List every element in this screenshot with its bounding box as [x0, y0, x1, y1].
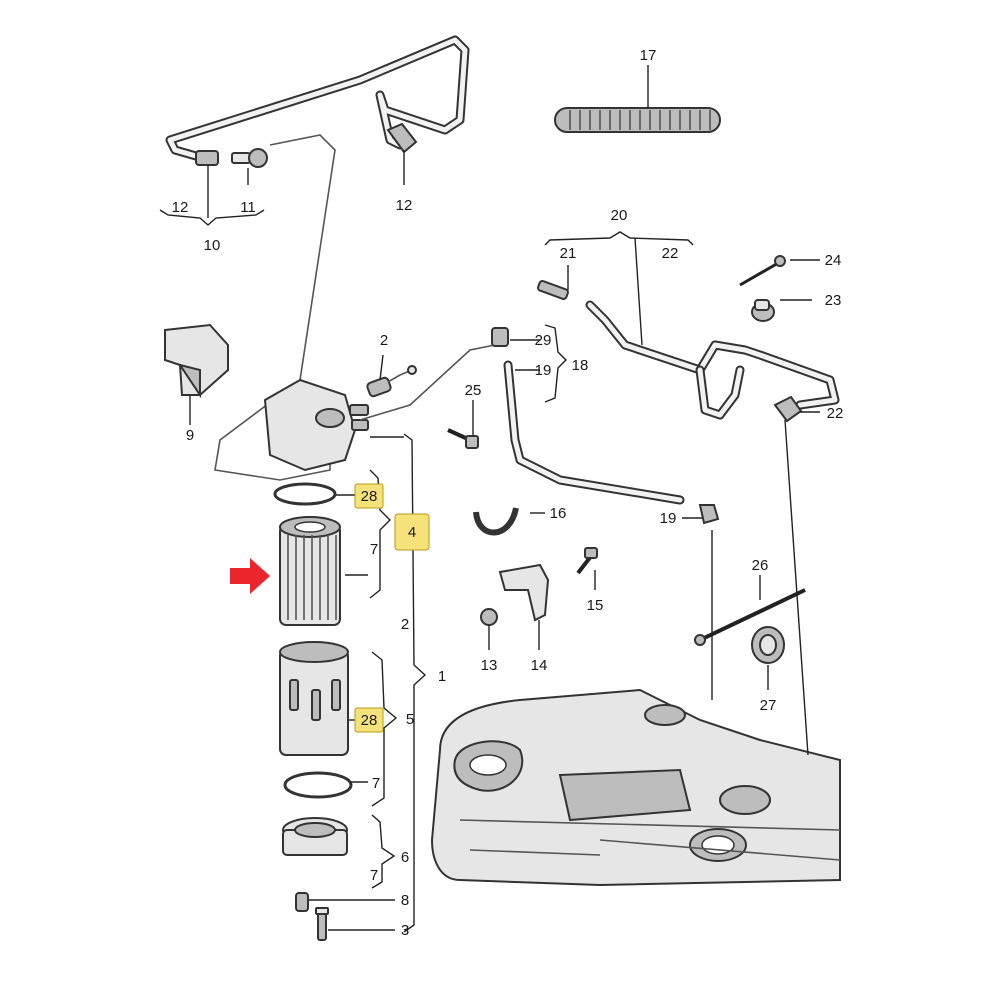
label-22-top: 22	[662, 245, 679, 262]
label-19-top: 19	[535, 362, 552, 379]
hose-line	[359, 344, 496, 421]
label-8: 8	[401, 892, 409, 909]
part-labels: 17 12 11 10 12 20 21 22 24 23 22 2 29 19…	[172, 47, 844, 939]
label-7-b: 7	[372, 775, 380, 792]
fuel-tank	[430, 688, 841, 887]
highlight-box-28-bottom	[354, 707, 384, 733]
label-9: 9	[186, 427, 194, 444]
label-15: 15	[587, 597, 604, 614]
nut-13	[480, 608, 498, 626]
filter-housing-5	[279, 641, 349, 756]
corrugated-sleeve-17	[554, 107, 721, 133]
plug-8	[295, 892, 309, 912]
label-13: 13	[481, 657, 498, 674]
bolt-15	[576, 547, 598, 575]
label-10: 10	[204, 237, 221, 254]
label-20: 20	[611, 207, 628, 224]
label-14: 14	[531, 657, 548, 674]
leader-lines	[159, 65, 820, 933]
label-2-side: 2	[401, 616, 409, 633]
label-3: 3	[401, 922, 409, 939]
clip-16	[473, 507, 519, 536]
highlight-arrow	[230, 558, 270, 594]
part-23-grommet	[751, 299, 775, 322]
label-22-bottom: 22	[827, 405, 844, 422]
label-16: 16	[550, 505, 567, 522]
label-25: 25	[465, 382, 482, 399]
filter-head-2	[263, 378, 369, 472]
o-ring-7	[283, 771, 353, 799]
sensor-2	[366, 365, 417, 398]
label-1: 1	[438, 668, 446, 685]
label-6: 6	[401, 849, 409, 866]
label-2-top: 2	[380, 332, 388, 349]
label-12-left: 12	[172, 199, 189, 216]
filter-element-4	[279, 516, 341, 626]
label-23: 23	[825, 292, 842, 309]
label-4: 4	[408, 524, 416, 541]
label-24: 24	[825, 252, 842, 269]
label-29: 29	[535, 332, 552, 349]
screw-3	[315, 907, 329, 941]
label-28-bottom: 28	[361, 712, 378, 729]
label-26: 26	[752, 557, 769, 574]
cap-6	[282, 817, 348, 856]
bush-27	[751, 626, 785, 664]
label-7-c: 7	[370, 867, 378, 884]
fuel-pipe-top	[165, 35, 470, 166]
label-19-bottom: 19	[660, 510, 677, 527]
label-18: 18	[572, 357, 589, 374]
label-11: 11	[240, 199, 256, 216]
label-5: 5	[406, 711, 414, 728]
label-21: 21	[560, 245, 577, 262]
label-27: 27	[760, 697, 777, 714]
highlight-box-4	[394, 513, 430, 551]
o-ring-28-top	[273, 482, 337, 506]
fuel-line-19	[491, 327, 720, 525]
strap-26	[694, 588, 806, 646]
wire-route	[214, 134, 336, 481]
label-12-right: 12	[396, 197, 413, 214]
bolt-25	[447, 428, 479, 449]
highlight-box-28-top	[354, 483, 384, 509]
bracket-9	[164, 323, 229, 399]
part-24-pin	[739, 255, 786, 287]
label-28-top: 28	[361, 488, 378, 505]
label-17: 17	[640, 47, 657, 64]
connector-11	[231, 148, 268, 168]
pipe-assembly-20	[537, 280, 840, 423]
bracket-14	[498, 563, 550, 622]
label-7-a: 7	[370, 541, 378, 558]
